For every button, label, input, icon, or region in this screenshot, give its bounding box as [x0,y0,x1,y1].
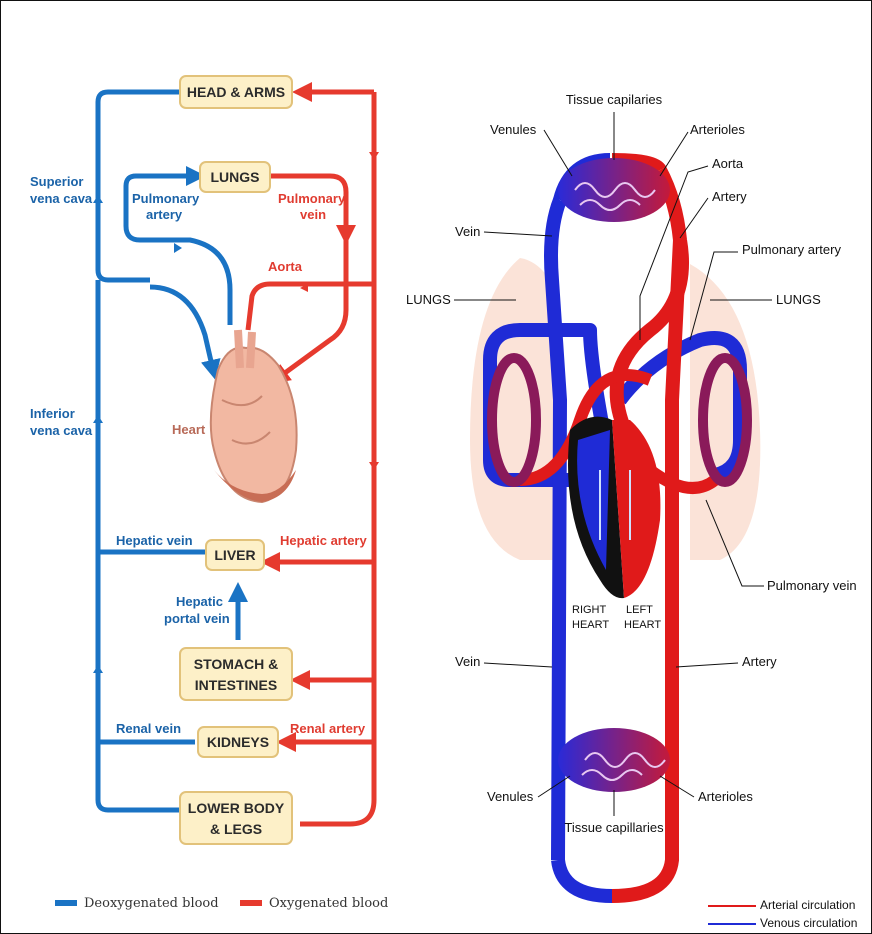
organ-label-line2: & LEGS [210,821,262,837]
venules-bottom-label: Venules [487,789,534,804]
arterioles-bottom-label: Arterioles [698,789,753,804]
organ-liver: LIVER [206,540,264,570]
inferior-vena-cava-label-1: Inferior [30,406,75,421]
right-heart-label-2: HEART [572,619,609,631]
left-heart-label-1: LEFT [626,604,653,616]
tissue-capillaries-bottom-label: Tissue capillaries [564,820,664,835]
superior-vena-cava-label-1: Superior [30,174,83,189]
legend-swatch-oxygenated [240,900,262,906]
pulmonary-artery-right-label: Pulmonary artery [742,242,841,257]
leader-line [484,232,552,236]
legend-swatch-deoxygenated [55,900,77,906]
aorta-right-label: Aorta [712,156,744,171]
leader-line [660,132,688,176]
organ-lungs: LUNGS [200,162,270,192]
hepatic-portal-vein-label-2: portal vein [164,611,230,626]
pulmonary-artery-label-2: artery [146,207,183,222]
pulmonary-vein-label-1: Pulmonary [278,191,346,206]
superior-vena-cava-label-2: vena cava [30,191,93,206]
organ-lower-body-legs: LOWER BODY & LEGS [180,792,292,844]
lungs-right-label: LUNGS [776,292,821,307]
organ-label-line2: INTESTINES [195,677,277,693]
artery-top-label: Artery [712,189,747,204]
tissue-capillaries-top-label: Tissue capilaries [566,92,663,107]
vein-top-label: Vein [455,224,480,239]
right-heart-label-1: RIGHT [572,604,607,616]
organ-label: KIDNEYS [207,734,269,750]
hepatic-portal-vein-label-1: Hepatic [176,594,223,609]
leader-line [484,663,552,667]
pulmonary-vein-right-label: Pulmonary vein [767,578,857,593]
legend-label-deoxygenated: Deoxygenated blood [84,896,219,911]
venules-top-label: Venules [490,122,537,137]
right-legend: Arterial circulation Venous circulation [708,898,857,930]
inferior-vena-cava-label-2: vena cava [30,423,93,438]
hepatic-artery-label: Hepatic artery [280,533,367,548]
renal-vein-label: Renal vein [116,721,181,736]
heart-chambers [568,417,660,599]
left-heart-label-2: HEART [624,619,661,631]
svc-to-heart [150,287,213,370]
superior-vena-cava [98,92,180,280]
heart-illustration [211,330,297,502]
pulmonary-vein-to-heart [278,230,346,378]
organ-kidneys: KIDNEYS [198,727,278,757]
aorta-line [248,284,374,330]
blue-arrowheads [93,195,182,673]
renal-artery-label: Renal artery [290,721,366,736]
organ-label: LUNGS [211,169,260,185]
lungs-left-label: LUNGS [406,292,451,307]
artery-bottom-label: Artery [742,654,777,669]
pulmonary-artery-label-1: Pulmonary [132,191,200,206]
organ-label-line1: LOWER BODY [188,800,285,816]
organ-label: LIVER [214,547,255,563]
organ-stomach-intestines: STOMACH & INTESTINES [180,648,292,700]
legend-label-oxygenated: Oxygenated blood [269,896,388,911]
systemic-flow-diagram: HEAD & ARMS LUNGS LIVER STOMACH & INTEST… [30,76,388,911]
hepatic-vein-label: Hepatic vein [116,533,193,548]
organ-label: HEAD & ARMS [187,84,285,100]
organ-head-arms: HEAD & ARMS [180,76,292,108]
leader-line [676,663,738,667]
heart-label: Heart [172,422,206,437]
aorta-label: Aorta [268,259,303,274]
leader-line [680,198,708,238]
tissue-capillaries-bottom [558,728,670,792]
legend-label-venous: Venous circulation [760,916,857,930]
vein-bottom-label: Vein [455,654,480,669]
arterioles-top-label: Arterioles [690,122,745,137]
pulmonary-vein-label-2: vein [300,207,326,222]
legend-label-arterial: Arterial circulation [760,898,855,912]
double-circulation-diagram: Tissue capilaries Venules Arterioles Aor… [406,92,857,930]
left-legend: Deoxygenated blood Oxygenated blood [55,896,388,911]
leader-line [544,130,572,176]
venule-bottom [558,860,612,896]
organ-label-line1: STOMACH & [194,656,279,672]
